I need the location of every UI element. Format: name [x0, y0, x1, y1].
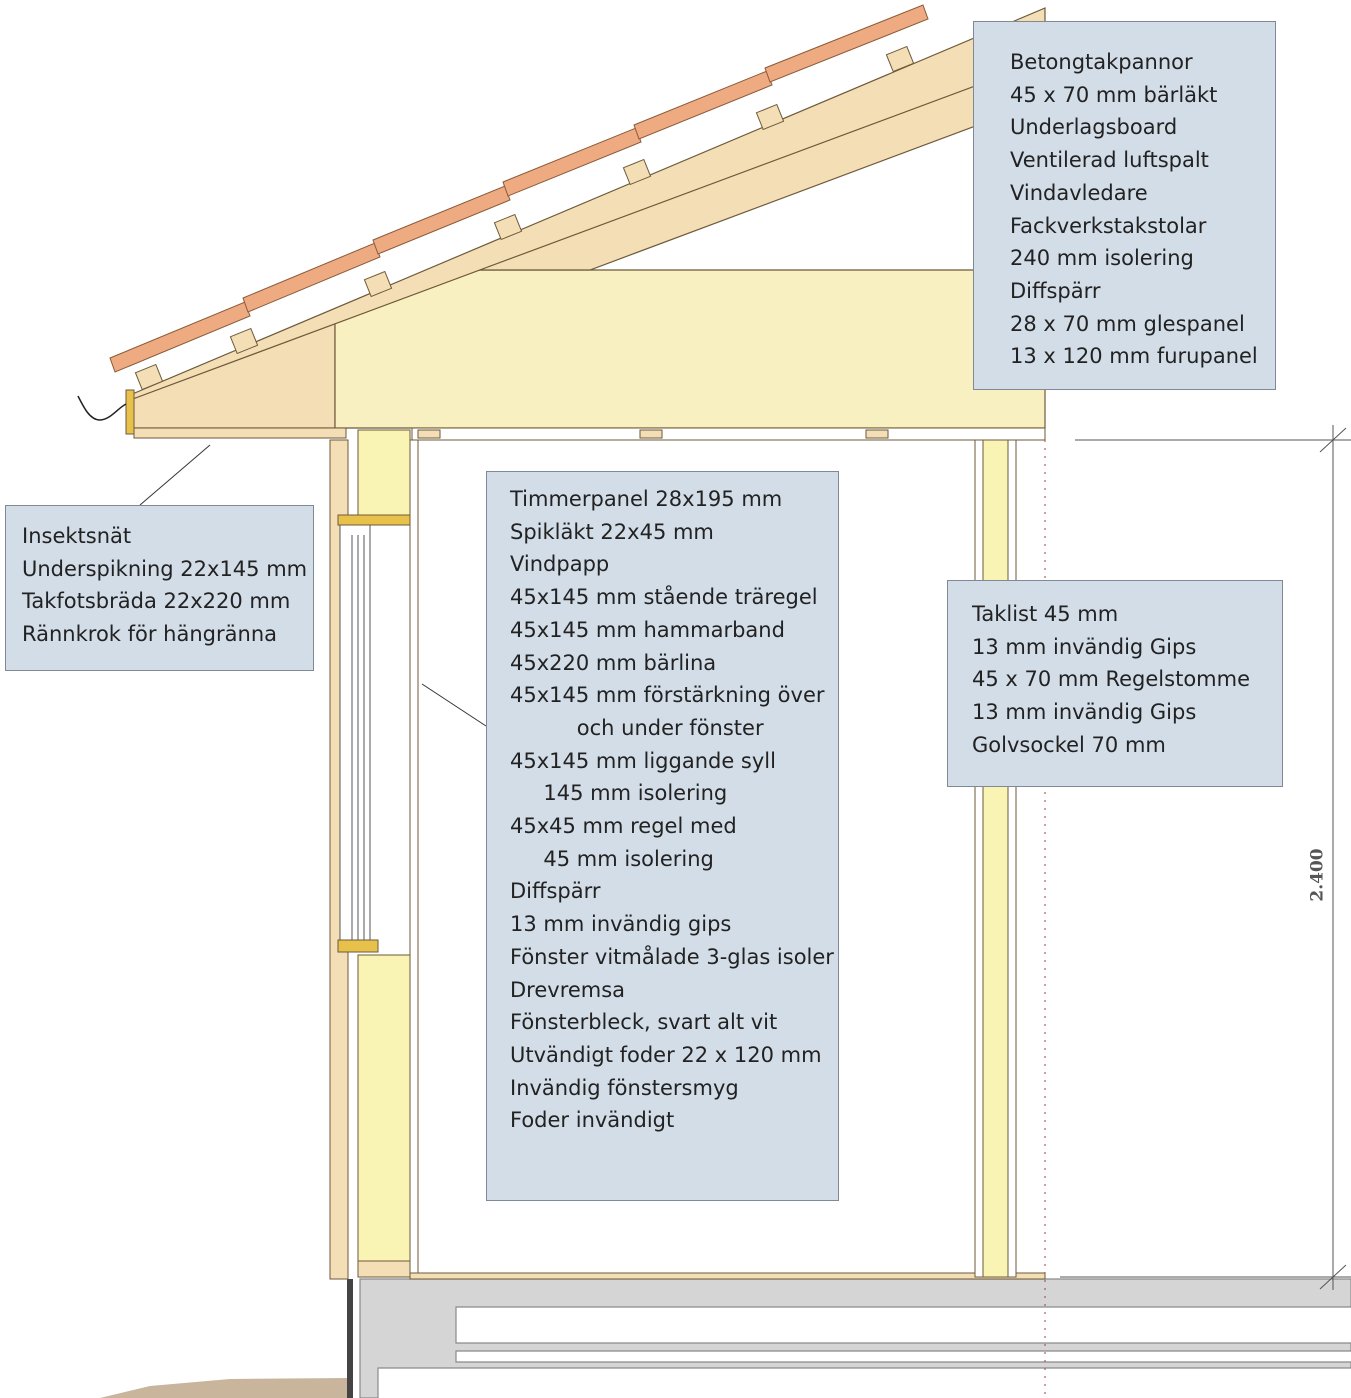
wall-insulation-lower: [357, 954, 411, 1278]
window-sill: [337, 939, 379, 953]
note-line: Diffspärr: [1010, 278, 1101, 303]
roof-insulation-block: [334, 269, 1046, 429]
roof-tiles: [109, 4, 929, 373]
roof-layers-note: Betongtakpannor 45 x 70 mm bärläkt Under…: [973, 21, 1276, 390]
ceiling-nailers: [417, 429, 889, 439]
wall-insulation-upper: [357, 429, 411, 521]
note-line: Ventilerad luftspalt: [1010, 148, 1209, 173]
note-line: 28 x 70 mm glespanel: [1010, 311, 1245, 336]
note-line: Invändig fönstersmyg: [510, 1075, 739, 1100]
battens: [134, 45, 915, 391]
inner-wall-gypsum: [1007, 439, 1017, 1278]
note-line: 13 mm invändig Gips: [972, 700, 1197, 725]
note-line: Underlagsboard: [1010, 115, 1178, 140]
note-line: Betongtakpannor: [1010, 50, 1193, 74]
note-line: Fönster vitmålade 3-glas isoler: [510, 944, 834, 969]
plinth-post: [347, 1279, 353, 1398]
fascia-board: [125, 389, 135, 435]
note-line: Spikläkt 22x45 mm: [510, 519, 714, 544]
inner-wall-stud: [982, 439, 1009, 1278]
inner-wall-gypsum: [974, 439, 984, 1278]
note-line: Takfotsbräda 22x220 mm: [22, 589, 291, 614]
eaves-layers-note: Insektsnät Underspikning 22x145 mm Takfo…: [5, 505, 314, 671]
dimension-tick: [1319, 1264, 1347, 1290]
window-frame: [339, 519, 371, 951]
note-line: Golvsockel 70 mm: [972, 732, 1166, 757]
note-line: 45 mm isolering: [510, 846, 714, 871]
note-line: Insektsnät: [22, 524, 132, 548]
note-line: Underspikning 22x145 mm: [22, 556, 308, 581]
leader-eaves: [139, 444, 211, 506]
note-line: Utvändigt foder 22 x 120 mm: [510, 1042, 822, 1067]
interior-gypsum: [409, 439, 419, 1278]
floor: [409, 1272, 1046, 1280]
wall-sill-plate: [357, 1260, 411, 1278]
note-line: Fackverkstakstolar: [1010, 213, 1207, 238]
wall-layers-note: Timmerpanel 28x195 mm Spikläkt 22x45 mm …: [486, 471, 839, 1201]
inner-wall-layers-note: Taklist 45 mm 13 mm invändig Gips 45 x 7…: [947, 580, 1283, 787]
note-line: Vindavledare: [1010, 180, 1148, 205]
note-line: 45x145 mm förstärkning över: [510, 683, 825, 708]
dimension-label: 2.400: [1293, 840, 1343, 910]
note-line: 240 mm isolering: [1010, 246, 1194, 271]
gutter-hook: [77, 395, 127, 421]
note-line: 45x145 mm hammarband: [510, 617, 785, 642]
note-line: 45x145 mm liggande syll: [510, 748, 776, 773]
ground: [100, 1378, 348, 1398]
note-line: 45x45 mm regel med: [510, 814, 737, 839]
note-line: Timmerpanel 28x195 mm: [510, 487, 783, 511]
window-head: [337, 514, 419, 526]
note-line: 13 mm invändig gips: [510, 912, 732, 937]
note-line: 145 mm isolering: [510, 781, 728, 806]
note-line: och under fönster: [510, 715, 764, 740]
note-line: 45x145 mm stående träregel: [510, 585, 818, 610]
note-line: Vindpapp: [510, 552, 610, 577]
note-line: Drevremsa: [510, 977, 626, 1002]
note-line: 45 x 70 mm Regelstomme: [972, 667, 1250, 692]
note-line: Rännkrok för hängränna: [22, 622, 277, 647]
note-line: Fönsterbleck, svart alt vit: [510, 1010, 778, 1035]
note-line: Foder invändigt: [510, 1108, 675, 1133]
note-line: 45x220 mm bärlina: [510, 650, 717, 675]
note-line: 45 x 70 mm bärläkt: [1010, 82, 1218, 107]
leader-wall: [421, 683, 487, 727]
dimension-tick: [1319, 427, 1347, 453]
note-line: Taklist 45 mm: [972, 602, 1119, 626]
note-line: 13 x 120 mm furupanel: [1010, 344, 1258, 369]
concrete-foundation: [359, 1278, 1351, 1398]
dimension-value: 2.400: [1308, 848, 1329, 902]
note-line: 13 mm invändig Gips: [972, 634, 1197, 659]
ceiling-panel: [411, 427, 1046, 441]
note-line: Diffspärr: [510, 879, 601, 904]
soffit-board: [133, 427, 347, 439]
